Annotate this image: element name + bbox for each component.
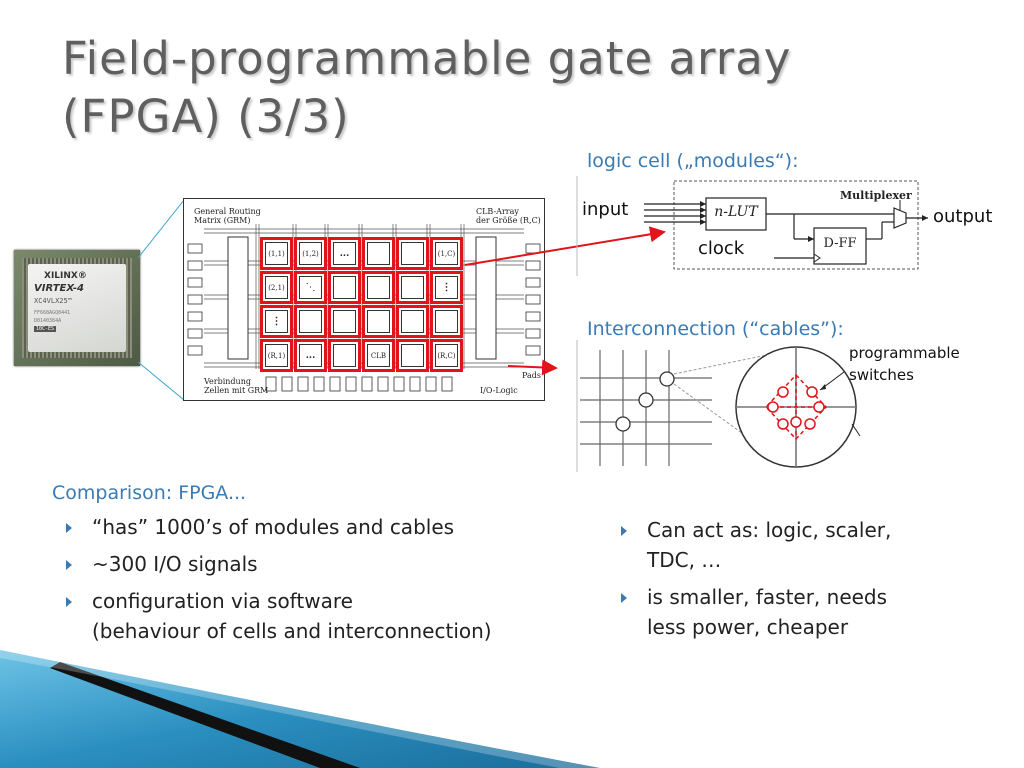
clb-cell (396, 271, 429, 304)
clb-cell: (R,1) (260, 339, 293, 372)
clb-array-label: CLB-Array der Größe (R,C) (476, 207, 541, 225)
bullet-arrow-icon (621, 526, 627, 536)
chip-code-3: 10C-ES (34, 326, 57, 332)
output-label: output (933, 206, 993, 227)
input-label: input (582, 199, 629, 220)
logic-cell-heading: logic cell („modules“): (587, 150, 799, 172)
logic-cell-diagram: input clock output n-LUT D-FF Multiplexe… (576, 176, 1022, 276)
bullet-arrow-icon (66, 523, 72, 533)
fpga-chip-photo: XILINX® VIRTEX-4 XC4VLX25™ FF668AGQ0441 … (14, 250, 140, 366)
clb-cell (328, 271, 361, 304)
arrow-to-interconnect (507, 359, 558, 376)
comparison-heading: Comparison: FPGA... (52, 482, 247, 504)
chip-code-1: FF668AGQ0441 (34, 310, 71, 316)
clb-cell: ⋱ (294, 271, 327, 304)
clock-label: clock (698, 238, 745, 259)
clb-cell: (1,2) (294, 237, 327, 270)
mux-label: Multiplexer (840, 189, 912, 202)
clb-cell: ... (328, 237, 361, 270)
list-item: “has” 1000’s of modules and cables (60, 512, 620, 542)
chip-brand: XILINX® (44, 271, 87, 281)
fpga-architecture-diagram: General Routing Matrix (GRM) CLB-Array d… (183, 198, 545, 401)
clb-cell: (1,1) (260, 237, 293, 270)
clb-cell: ⋮ (260, 305, 293, 338)
footer-swoosh (0, 646, 600, 768)
bullet-arrow-icon (621, 593, 627, 603)
clb-grid: (1,1) (1,2) ... (1,C) (2,1) ⋱ ⋮ ⋮ (R,1) … (260, 237, 463, 372)
list-item: ~300 I/O signals (60, 549, 620, 579)
clb-cell: ⋮ (430, 271, 463, 304)
bullet-arrow-icon (66, 597, 72, 607)
slide-title-line-2: (FPGA) (3/3) (62, 90, 350, 143)
bullet-arrow-icon (66, 560, 72, 570)
slide-title-line-1: Field-programmable gate array (62, 32, 792, 85)
clb-cell (362, 271, 395, 304)
arrow-to-logic-cell (464, 226, 666, 266)
list-item: configuration via software(behaviour of … (60, 586, 620, 646)
slide-title: Field-programmable gate array (FPGA) (3/… (62, 30, 962, 146)
interconnect-diagram (576, 340, 866, 472)
dff-label: D-FF (823, 236, 857, 251)
interconnect-heading: Interconnection (“cables”): (587, 318, 844, 340)
connection-label: Verbindung Zellen mit GRM (204, 377, 269, 395)
clb-cell: (1,C) (430, 237, 463, 270)
clb-cell: (2,1) (260, 271, 293, 304)
pads-label: Pads (522, 371, 542, 380)
chip-part: XC4VLX25™ (34, 297, 72, 305)
list-item: Can act as: logic, scaler,TDC, … (615, 515, 995, 575)
io-logic-label: I/O-Logic (480, 386, 518, 395)
grm-label: General Routing Matrix (GRM) (194, 207, 261, 225)
programmable-switches-label: programmable switches (849, 344, 960, 384)
clb-cell: ... (294, 339, 327, 372)
clb-cell: (R,C) (430, 339, 463, 372)
lut-label: n-LUT (714, 204, 758, 220)
chip-model: VIRTEX-4 (34, 283, 84, 294)
right-bullet-list: Can act as: logic, scaler,TDC, … is smal… (615, 515, 995, 649)
clb-cell (396, 237, 429, 270)
chip-code-2: D0140384A (34, 318, 62, 324)
clb-cell (362, 305, 395, 338)
clb-cell (328, 339, 361, 372)
left-bullet-list: “has” 1000’s of modules and cables ~300 … (60, 512, 620, 653)
clb-cell: CLB (362, 339, 395, 372)
clb-cell (294, 305, 327, 338)
clb-cell (362, 237, 395, 270)
clb-cell (396, 339, 429, 372)
clb-cell (328, 305, 361, 338)
clb-cell (396, 305, 429, 338)
clb-cell (430, 305, 463, 338)
